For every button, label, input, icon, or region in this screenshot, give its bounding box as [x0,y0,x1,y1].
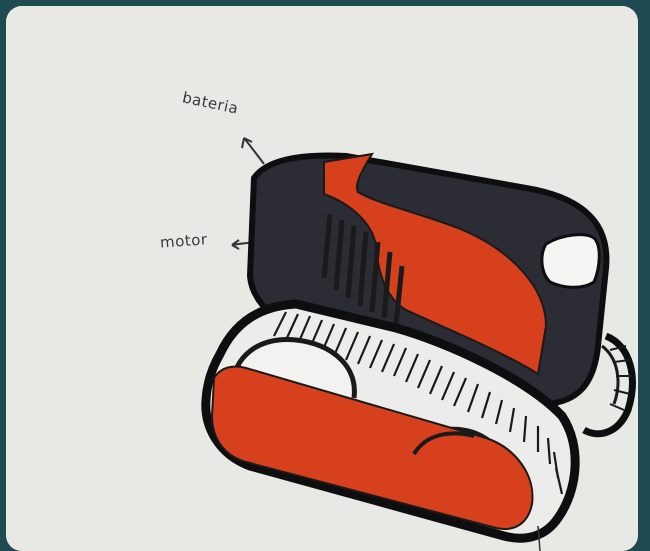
sketch-photo-frame: bateria motor [6,6,638,551]
motor-label: motor [159,230,208,251]
robot-sketch [6,6,638,551]
